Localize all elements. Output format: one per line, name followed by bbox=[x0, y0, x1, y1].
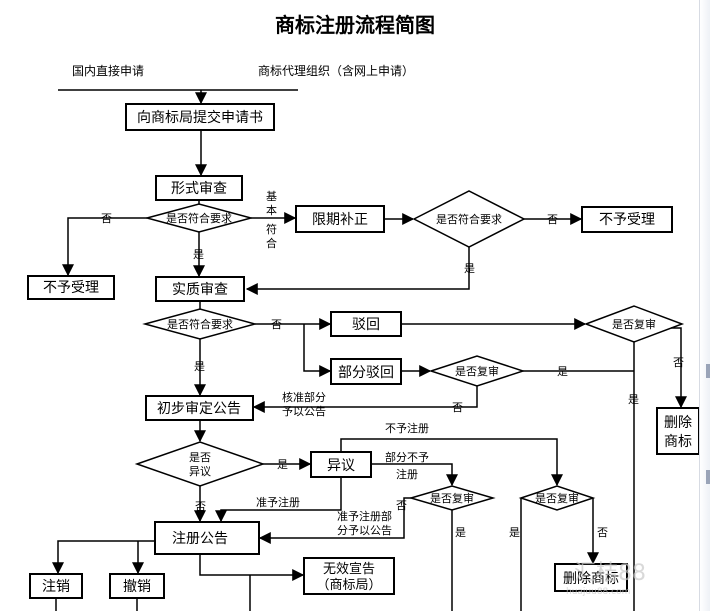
arrow-d2-yes bbox=[245, 247, 470, 295]
approve-reg-part-label-1: 准予注册部 bbox=[337, 509, 392, 523]
page-edge-bar bbox=[699, 0, 710, 611]
decision-review-4-label: 是否复审 bbox=[535, 491, 579, 505]
arrow-to-partial-rejection bbox=[303, 324, 332, 377]
partial-rejection-box bbox=[330, 358, 402, 385]
decision-compliant-2-label: 是否符合要求 bbox=[436, 212, 502, 226]
partial-rejection-label: 部分驳回 bbox=[338, 365, 394, 381]
arrow-not-registered bbox=[340, 438, 563, 487]
delete-mark-bottom-label: 删除商标 bbox=[563, 571, 619, 587]
page-edge-marker bbox=[706, 470, 710, 484]
decision-review-3-label: 是否复审 bbox=[430, 491, 474, 505]
decision-compliant-3-label: 是否符合要求 bbox=[167, 317, 233, 331]
not-registered-label: 不予注册 bbox=[385, 421, 429, 435]
registration-notice-box bbox=[154, 521, 260, 555]
arrow-approve-reg bbox=[215, 477, 342, 523]
arrow-d1-no-left bbox=[62, 217, 147, 277]
reject-left-label: 不予受理 bbox=[43, 280, 99, 296]
arrow-to-cancel bbox=[52, 540, 155, 575]
basic-label-2: 本 bbox=[266, 203, 277, 217]
reject-left-box bbox=[27, 275, 115, 300]
partial-not-label-1: 部分不予 bbox=[385, 450, 429, 464]
diagram-title: 商标注册流程简图 bbox=[275, 13, 435, 37]
approve-part-label-2: 予以公告 bbox=[282, 405, 326, 418]
invalid-label-1: 无效宣告 bbox=[323, 561, 375, 577]
approve-reg-part-label-2: 分予以公告 bbox=[337, 524, 392, 537]
approve-part-label-1: 核准部分 bbox=[282, 390, 326, 404]
d2-yes-label: 是 bbox=[464, 262, 475, 275]
watermark-url: huajuu88.com bbox=[566, 587, 630, 597]
d1-no-label: 否 bbox=[101, 212, 112, 225]
decision-review-1-label: 是否复审 bbox=[612, 317, 656, 331]
decision-objection bbox=[134, 441, 266, 487]
arrow-review3-no bbox=[258, 497, 411, 544]
objection-no-label: 否 bbox=[195, 500, 206, 513]
d2-no-label: 否 bbox=[547, 213, 558, 226]
page-edge-marker bbox=[706, 364, 710, 378]
d3-no-label: 否 bbox=[271, 318, 282, 331]
decision-review-1 bbox=[583, 305, 685, 343]
preliminary-notice-label: 初步审定公告 bbox=[157, 400, 241, 417]
invalid-label-2: （商标局） bbox=[316, 578, 381, 593]
reject-right-label: 不予受理 bbox=[599, 212, 655, 228]
submit-label: 向商标局提交申请书 bbox=[137, 109, 263, 126]
basic-label-3: 符 bbox=[266, 223, 277, 236]
d3-yes-label: 是 bbox=[194, 360, 205, 373]
registration-notice-label: 注册公告 bbox=[172, 531, 228, 547]
preliminary-notice-box bbox=[145, 395, 254, 421]
partial-not-label-2: 注册 bbox=[396, 467, 418, 481]
arrow-review1-no bbox=[671, 327, 687, 409]
basic-label-4: 合 bbox=[266, 236, 277, 250]
review4-yes-label: 是 bbox=[509, 526, 520, 539]
decision-compliant-1-label: 是否符合要求 bbox=[166, 211, 232, 225]
submit-box bbox=[125, 103, 275, 131]
formal-review-label: 形式审查 bbox=[171, 181, 227, 197]
review2-yes-label: 是 bbox=[557, 365, 568, 378]
d1-yes-label: 是 bbox=[193, 248, 204, 261]
cancel-label: 注销 bbox=[42, 579, 70, 595]
invalid-box bbox=[303, 557, 395, 595]
reject-right-box bbox=[581, 206, 673, 233]
decision-review-2-label: 是否复审 bbox=[455, 364, 499, 378]
decision-objection-line1: 是否 bbox=[189, 451, 211, 464]
substantive-review-label: 实质审查 bbox=[172, 282, 228, 298]
arrow-to-invalid bbox=[199, 554, 305, 581]
decision-objection-line2: 异议 bbox=[189, 465, 211, 478]
decision-review-3 bbox=[408, 485, 496, 511]
delete-mark-bottom-box bbox=[554, 563, 628, 592]
source-direct-label: 国内直接申请 bbox=[72, 63, 144, 78]
delete-mark-right-line1: 删除 bbox=[664, 415, 692, 431]
deadline-correction-label: 限期补正 bbox=[312, 212, 368, 228]
delete-mark-right-box bbox=[656, 407, 700, 455]
opposition-label: 异议 bbox=[327, 458, 355, 474]
rejection-label: 驳回 bbox=[352, 317, 380, 333]
revoke-box bbox=[109, 573, 165, 599]
arrow-review2-no bbox=[252, 386, 478, 413]
review1-no-label: 否 bbox=[673, 356, 684, 369]
review1-yes-label: 是 bbox=[628, 393, 639, 406]
delete-mark-right-line2: 商标 bbox=[664, 434, 692, 450]
watermark-logo: 汇桔88 bbox=[574, 561, 646, 586]
review3-yes-label: 是 bbox=[455, 526, 466, 539]
basic-label-1: 基 bbox=[266, 190, 277, 203]
rejection-box bbox=[330, 311, 402, 337]
approve-reg-label: 准予注册 bbox=[256, 495, 300, 509]
review2-no-label: 否 bbox=[452, 401, 463, 414]
revoke-label: 撤销 bbox=[123, 579, 151, 595]
source-agent-label: 商标代理组织（含网上申请） bbox=[258, 63, 414, 78]
review3-no-label: 否 bbox=[396, 499, 407, 512]
objection-yes-label: 是 bbox=[277, 458, 288, 471]
formal-review-box bbox=[155, 175, 243, 201]
arrow-partial-not bbox=[371, 463, 458, 487]
review4-no-label: 否 bbox=[597, 526, 608, 539]
